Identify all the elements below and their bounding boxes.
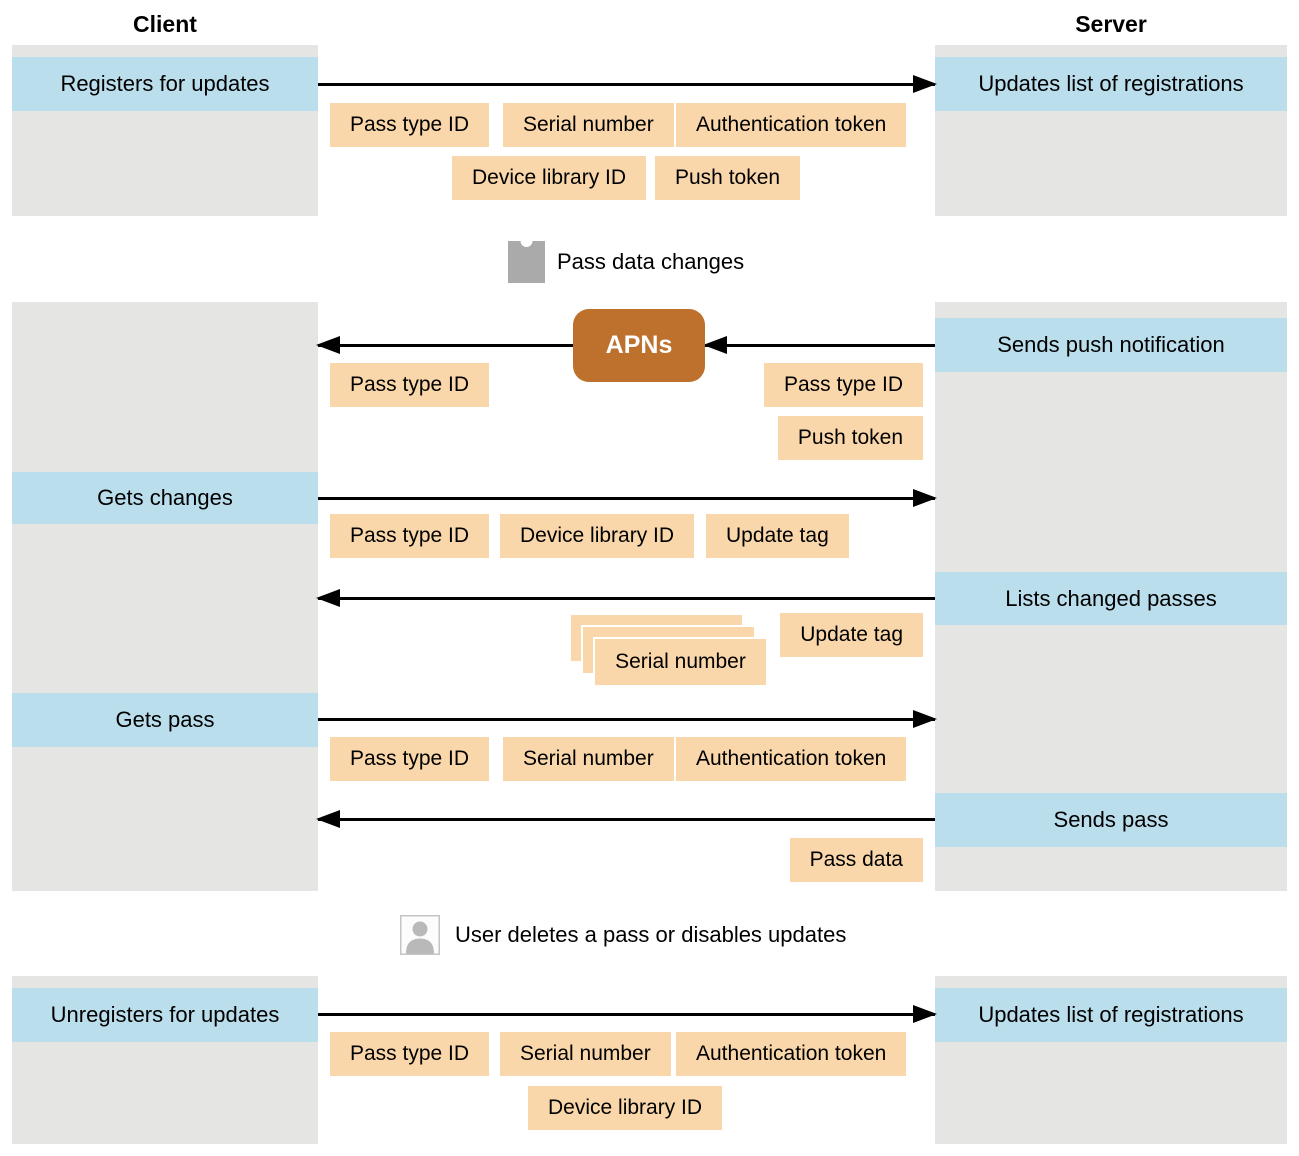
tag-device-library-id: Device library ID — [528, 1086, 723, 1130]
tag-pass-type-id: Pass type ID — [330, 103, 490, 147]
row-updates-list-of-registrations-bottom: Updates list of registrations — [935, 988, 1287, 1042]
tag-serial-number: Serial number — [500, 1032, 671, 1076]
arrowhead-left-icon — [316, 336, 340, 354]
tag-push-token: Push token — [655, 156, 801, 200]
tag-serial-number: Serial number — [503, 737, 674, 781]
tag-pass-type-id: Pass type ID — [330, 363, 490, 407]
tag-pass-data: Pass data — [789, 838, 923, 882]
arrowhead-right-icon — [913, 489, 937, 507]
tag-push-token: Push token — [777, 416, 923, 460]
tag-device-library-id: Device library ID — [500, 514, 695, 558]
tag-authentication-token: Authentication token — [676, 103, 907, 147]
note-user-deletes: User deletes a pass or disables updates — [455, 922, 847, 947]
arrow-register — [318, 75, 937, 93]
tag-serial-number-stack-front: Serial number — [593, 637, 768, 687]
arrow-gets-changes — [318, 489, 937, 507]
client-lifeline-middle — [12, 302, 318, 891]
server-header: Server — [1075, 11, 1147, 37]
arrowhead-left-icon — [316, 589, 340, 607]
tag-authentication-token: Authentication token — [676, 1032, 907, 1076]
tag-update-tag: Update tag — [706, 514, 849, 558]
arrow-apns-to-client — [316, 336, 573, 354]
row-lists-changed-passes: Lists changed passes — [935, 572, 1287, 625]
arrowhead-right-icon — [913, 75, 937, 93]
row-registers-for-updates: Registers for updates — [12, 57, 318, 111]
arrow-sends-pass — [316, 810, 935, 828]
arrow-unregister — [318, 1005, 937, 1023]
apns-node: APNs — [573, 309, 705, 382]
arrowhead-right-icon — [913, 710, 937, 728]
row-sends-pass: Sends pass — [935, 793, 1287, 847]
row-unregisters-for-updates: Unregisters for updates — [12, 988, 318, 1042]
row-sends-push-notification: Sends push notification — [935, 318, 1287, 372]
arrowhead-left-icon — [703, 336, 727, 354]
arrowhead-right-icon — [913, 1005, 937, 1023]
user-icon — [400, 915, 440, 955]
tag-device-library-id: Device library ID — [452, 156, 647, 200]
tag-pass-type-id: Pass type ID — [763, 363, 923, 407]
arrow-gets-pass — [318, 710, 937, 728]
arrow-server-to-apns — [703, 336, 935, 354]
arrow-lists-changed-passes — [316, 589, 935, 607]
tag-authentication-token: Authentication token — [676, 737, 907, 781]
tag-update-tag: Update tag — [780, 613, 923, 657]
pass-icon — [508, 241, 545, 283]
client-header: Client — [133, 11, 197, 37]
row-gets-pass: Gets pass — [12, 693, 318, 747]
tag-pass-type-id: Pass type ID — [330, 737, 490, 781]
row-gets-changes: Gets changes — [12, 472, 318, 524]
arrowhead-left-icon — [316, 810, 340, 828]
row-updates-list-of-registrations-top: Updates list of registrations — [935, 57, 1287, 111]
tag-pass-type-id: Pass type ID — [330, 1032, 490, 1076]
tag-serial-number: Serial number — [503, 103, 674, 147]
note-pass-data-changes: Pass data changes — [557, 249, 745, 274]
tag-pass-type-id: Pass type ID — [330, 514, 490, 558]
